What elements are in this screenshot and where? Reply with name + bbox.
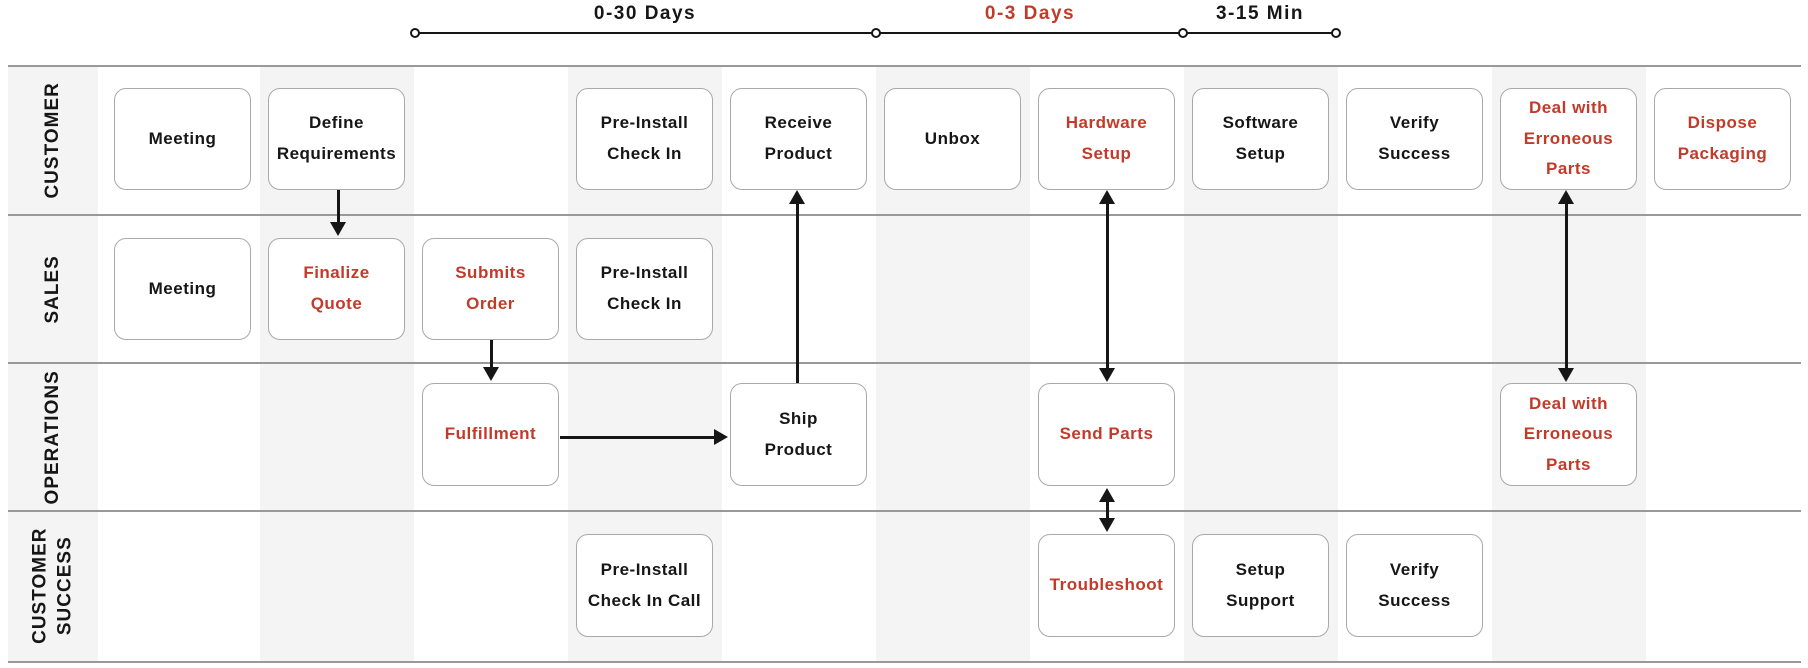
task-sales-finalize-quote: Finalize Quote	[268, 238, 405, 340]
lane-divider	[8, 661, 1801, 663]
timeline-marker-circle	[1331, 28, 1341, 38]
lane-label-operations: OPERATIONS	[8, 364, 98, 510]
lane-label-text: CUSTOMER	[41, 81, 63, 199]
lane-label-customer: CUSTOMER	[8, 66, 98, 214]
task-customer-dispose-packaging: Dispose Packaging	[1654, 88, 1791, 190]
task-success-pre-install-check-in-call: Pre-Install Check In Call	[576, 534, 713, 637]
timeline-marker-circle	[410, 28, 420, 38]
task-success-verify-success: Verify Success	[1346, 534, 1483, 637]
task-success-troubleshoot: Troubleshoot	[1038, 534, 1175, 637]
lane-divider	[8, 510, 1801, 512]
timeline-marker-circle	[871, 28, 881, 38]
task-operations-send-parts: Send Parts	[1038, 383, 1175, 486]
lane-label-text: OPERATIONS	[41, 369, 63, 505]
task-customer-receive-product: Receive Product	[730, 88, 867, 190]
lane-divider	[8, 214, 1801, 216]
task-success-setup-support: Setup Support	[1192, 534, 1329, 637]
lane-divider	[8, 65, 1801, 67]
timeline-marker-circle	[1178, 28, 1188, 38]
timeline-label-3-15-min: 3-15 Min	[1215, 3, 1305, 24]
task-customer-unbox: Unbox	[884, 88, 1021, 190]
task-operations-deal-with-erroneous-parts: Deal with Erroneous Parts	[1500, 383, 1637, 486]
task-sales-pre-install-check-in: Pre-Install Check In	[576, 238, 713, 340]
timeline-label-0-30-days: 0-30 Days	[593, 3, 697, 24]
task-customer-hardware-setup: Hardware Setup	[1038, 88, 1175, 190]
task-customer-software-setup: Software Setup	[1192, 88, 1329, 190]
lane-label-customer-success: CUSTOMER SUCCESS	[8, 511, 98, 661]
lane-label-text: CUSTOMER SUCCESS	[29, 527, 76, 645]
task-operations-fulfillment: Fulfillment	[422, 383, 559, 486]
lane-divider	[8, 362, 1801, 364]
lane-label-sales: SALES	[8, 216, 98, 362]
lane-label-column-stripe	[8, 65, 98, 662]
task-customer-pre-install-check-in: Pre-Install Check In	[576, 88, 713, 190]
task-sales-meeting: Meeting	[114, 238, 251, 340]
task-customer-meeting: Meeting	[114, 88, 251, 190]
timeline-label-0-3-days: 0-3 Days	[984, 3, 1076, 24]
task-customer-define-requirements: Define Requirements	[268, 88, 405, 190]
task-customer-deal-with-erroneous-parts: Deal with Erroneous Parts	[1500, 88, 1637, 190]
task-sales-submits-order: Submits Order	[422, 238, 559, 340]
lane-label-text: SALES	[41, 254, 63, 324]
task-operations-ship-product: Ship Product	[730, 383, 867, 486]
task-customer-verify-success: Verify Success	[1346, 88, 1483, 190]
